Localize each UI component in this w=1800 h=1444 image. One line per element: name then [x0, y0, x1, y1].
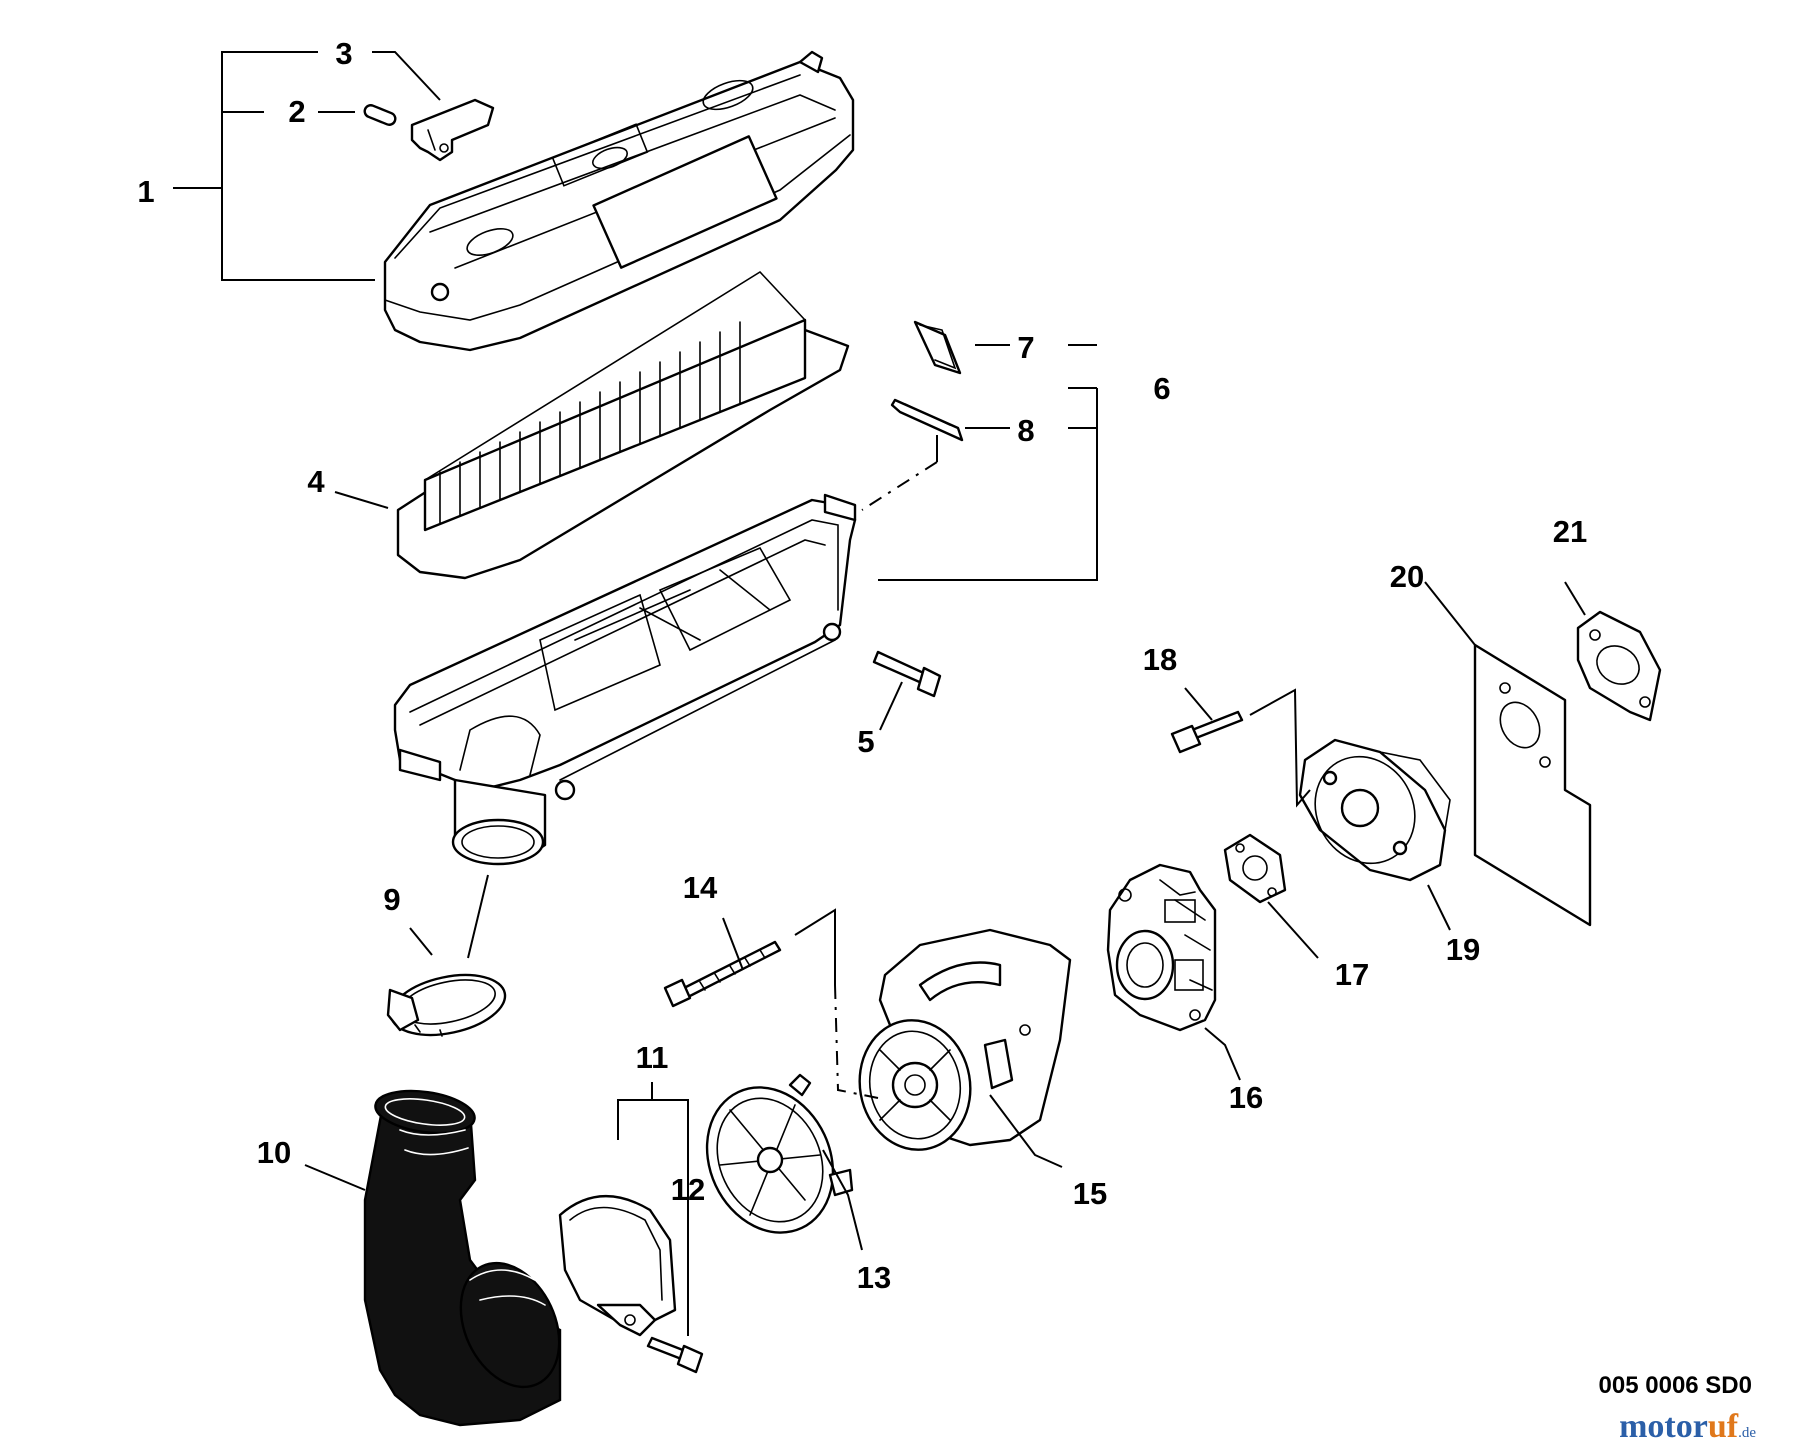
- intake-guard: [705, 1073, 854, 1234]
- leader-lines: [173, 51, 1586, 1336]
- callout-21: 21: [1553, 514, 1587, 549]
- bolt-18: [1170, 710, 1244, 754]
- svg-text:motoruf.de: motoruf.de: [1619, 1408, 1756, 1444]
- callout-11: 11: [636, 1040, 669, 1075]
- callout-2: 2: [288, 94, 305, 129]
- air-cleaner-case: [393, 493, 857, 866]
- callout-13: 13: [857, 1260, 891, 1295]
- carburetor-gasket: [1223, 833, 1287, 904]
- bolt-14: [663, 940, 782, 1008]
- muffler-gasket: [1576, 610, 1662, 722]
- air-cleaner-cover: [383, 50, 855, 352]
- watermark-logo: motoruf.de: [1619, 1408, 1756, 1444]
- band-clamp: [558, 1194, 677, 1337]
- reference-code: 005 0006 SD0: [1599, 1372, 1752, 1399]
- insulator-gasket: [1473, 643, 1592, 927]
- intake-hose: [363, 1089, 562, 1427]
- callout-12: 12: [671, 1172, 705, 1207]
- callout-8: 8: [1017, 413, 1034, 448]
- bolt-5: [872, 650, 942, 698]
- gasket-ring: [913, 320, 962, 375]
- callout-19: 19: [1446, 932, 1480, 967]
- callout-14: 14: [683, 870, 718, 905]
- callout-9: 9: [383, 882, 400, 917]
- pin: [363, 104, 397, 126]
- callout-16: 16: [1229, 1080, 1263, 1115]
- callout-7: 7: [1017, 330, 1034, 365]
- callout-5: 5: [857, 724, 874, 759]
- air-filter-element: [396, 270, 850, 580]
- callout-3: 3: [335, 36, 352, 71]
- callout-20: 20: [1390, 559, 1424, 594]
- watermark-orange: uf: [1708, 1408, 1739, 1444]
- screw-12: [646, 1336, 704, 1374]
- latch: [410, 98, 495, 162]
- callout-18: 18: [1143, 642, 1177, 677]
- watermark-suffix: .de: [1738, 1425, 1756, 1441]
- carburetor: [1106, 863, 1217, 1032]
- hose-clamp: [386, 973, 507, 1037]
- watermark-blue: motor: [1619, 1408, 1708, 1444]
- callout-4: 4: [307, 464, 325, 499]
- carburetor-adaptor: [858, 928, 1072, 1151]
- callout-numbers: 1 2 3 4 5 6 7 8 9 10 11 12 13 14 15 16 1…: [137, 36, 1587, 1295]
- callout-6: 6: [1153, 371, 1170, 406]
- callout-17: 17: [1335, 957, 1369, 992]
- callout-1: 1: [137, 174, 154, 209]
- callout-15: 15: [1073, 1176, 1107, 1211]
- seal: [890, 398, 964, 442]
- insulator: [1298, 738, 1451, 882]
- callout-10: 10: [257, 1135, 291, 1170]
